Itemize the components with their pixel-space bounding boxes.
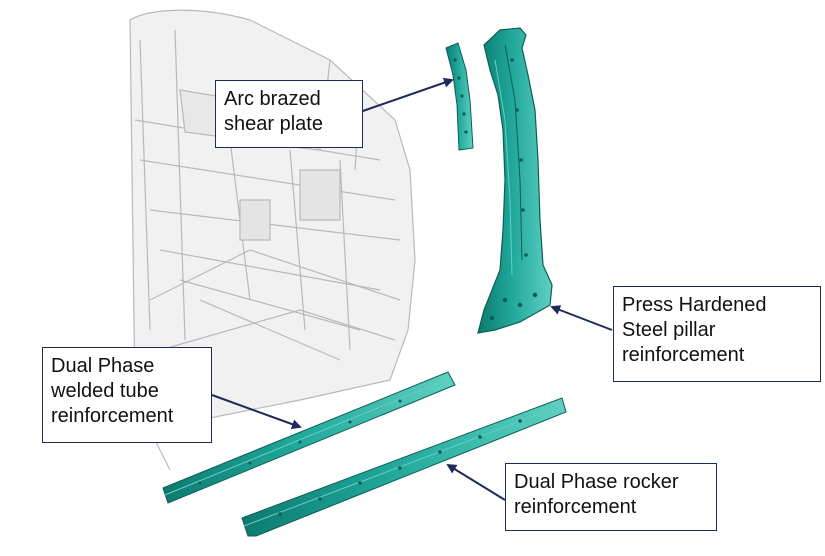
tube-arrow: [211, 394, 302, 429]
callout-welded-tube-line-2: welded tube: [51, 380, 159, 402]
callout-welded-tube-line-1: Dual Phase: [51, 355, 155, 377]
callout-rocker: Dual Phase rocker reinforcement: [505, 463, 717, 531]
callout-welded-tube: Dual Phase welded tube reinforcement: [42, 347, 212, 443]
callout-shear-plate-line-1: Arc brazed: [224, 88, 321, 110]
callout-pillar-line-3: reinforcement: [622, 344, 745, 366]
shear-plate-arrow: [359, 77, 454, 113]
pillar-part: [477, 27, 553, 334]
callout-pillar-line-1: Press Hardened: [622, 294, 767, 316]
callout-pillar: Press Hardened Steel pillar reinforcemen…: [613, 286, 821, 382]
callout-pillar-line-2: Steel pillar: [622, 319, 716, 341]
callout-shear-plate-line-2: shear plate: [224, 113, 323, 135]
welded-tube-part: [162, 371, 456, 504]
rocker-arrow: [446, 463, 506, 501]
callout-welded-tube-line-3: reinforcement: [51, 405, 174, 427]
callout-rocker-line-2: reinforcement: [514, 496, 637, 518]
callout-rocker-line-1: Dual Phase rocker: [514, 471, 679, 493]
callout-shear-plate: Arc brazed shear plate: [215, 80, 363, 148]
shear-plate-part: [445, 42, 474, 151]
rocker-part: [241, 397, 567, 537]
pillar-arrow: [550, 305, 613, 331]
